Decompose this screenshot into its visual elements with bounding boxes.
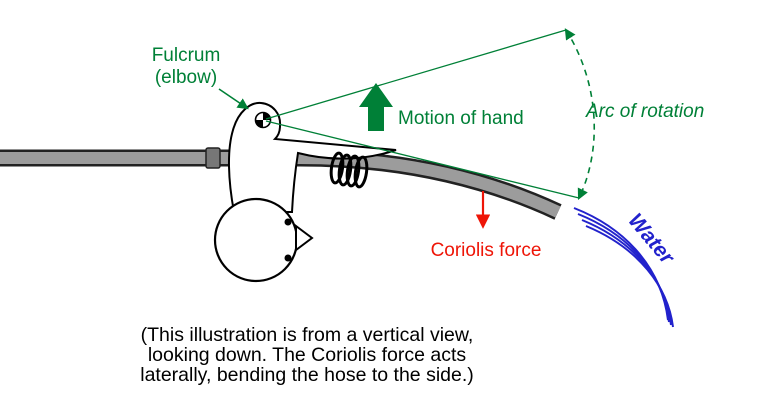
fulcrum-label-line2: (elbow) [155, 67, 217, 88]
elbow-pivot-icon [254, 111, 272, 129]
head-dot-bottom [284, 254, 292, 262]
head-dot-top [284, 218, 292, 226]
rotation-line-upper [265, 29, 567, 120]
water-label: Water [624, 209, 680, 270]
hose [0, 152, 561, 218]
fulcrum-label-line1: Fulcrum [152, 45, 221, 66]
person-nose [295, 224, 314, 252]
coriolis-force-label: Coriolis force [431, 240, 542, 261]
hand-grip-coil-icon [329, 151, 369, 189]
motion-of-hand-arrow-icon [359, 83, 393, 131]
arc-of-rotation-label: Arc of rotation [585, 101, 704, 122]
caption-line-1: (This illustration is from a vertical vi… [141, 324, 474, 346]
hose-connector [205, 147, 221, 169]
arc-of-rotation-dashed-arc [564, 28, 596, 201]
caption-line-2: looking down. The Coriolis force acts [148, 344, 467, 366]
caption-line-3: laterally, bending the hose to the side.… [140, 364, 474, 386]
motion-of-hand-label: Motion of hand [398, 108, 524, 129]
water-stream [573, 207, 674, 328]
rotation-line-lower [265, 120, 580, 199]
person-arm [228, 101, 397, 213]
person-head [213, 197, 299, 283]
fulcrum-pointer-arrow [218, 88, 249, 110]
